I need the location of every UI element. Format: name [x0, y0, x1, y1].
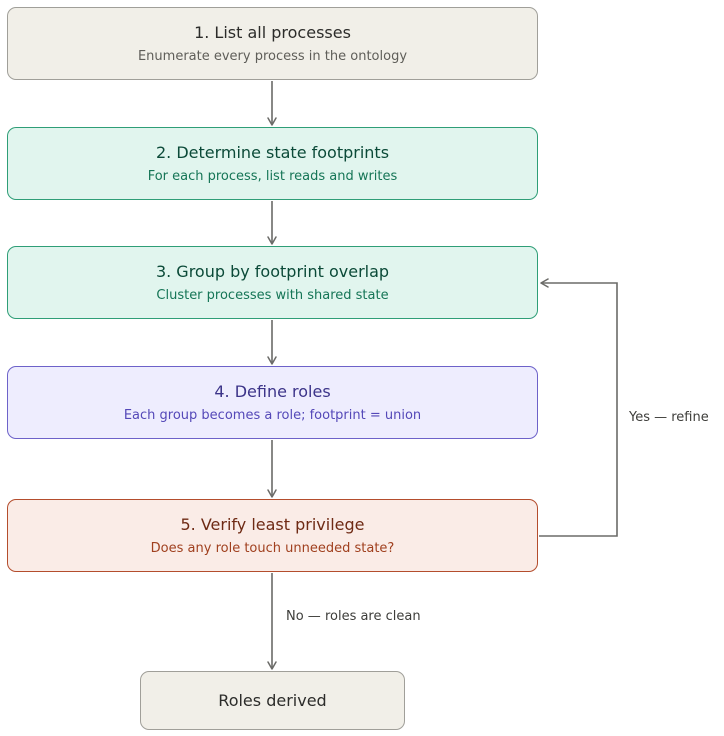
step-1-box: 1. List all processes Enumerate every pr…	[7, 7, 538, 80]
step-3-box: 3. Group by footprint overlap Cluster pr…	[7, 246, 538, 319]
step-2-subtitle: For each process, list reads and writes	[147, 168, 398, 184]
arrow-5-loop-to-3	[539, 278, 618, 537]
no-branch-label: No — roles are clean	[286, 609, 421, 624]
step-1-title: 1. List all processes	[194, 22, 351, 42]
yes-branch-label: Yes — refine	[629, 410, 709, 425]
step-3-title: 3. Group by footprint overlap	[155, 261, 390, 281]
step-5-subtitle: Does any role touch unneeded state?	[150, 540, 395, 556]
step-2-title: 2. Determine state footprints	[155, 142, 390, 162]
step-4-title: 4. Define roles	[214, 381, 331, 401]
terminal-box: Roles derived	[140, 671, 405, 730]
step-4-subtitle: Each group becomes a role; footprint = u…	[123, 407, 422, 423]
step-5-decision-box: 5. Verify least privilege Does any role …	[7, 499, 538, 572]
step-5-title: 5. Verify least privilege	[180, 514, 365, 534]
terminal-title: Roles derived	[218, 690, 327, 710]
step-1-subtitle: Enumerate every process in the ontology	[137, 48, 408, 64]
step-3-subtitle: Cluster processes with shared state	[156, 287, 389, 303]
step-4-box: 4. Define roles Each group becomes a rol…	[7, 366, 538, 439]
step-2-box: 2. Determine state footprints For each p…	[7, 127, 538, 200]
